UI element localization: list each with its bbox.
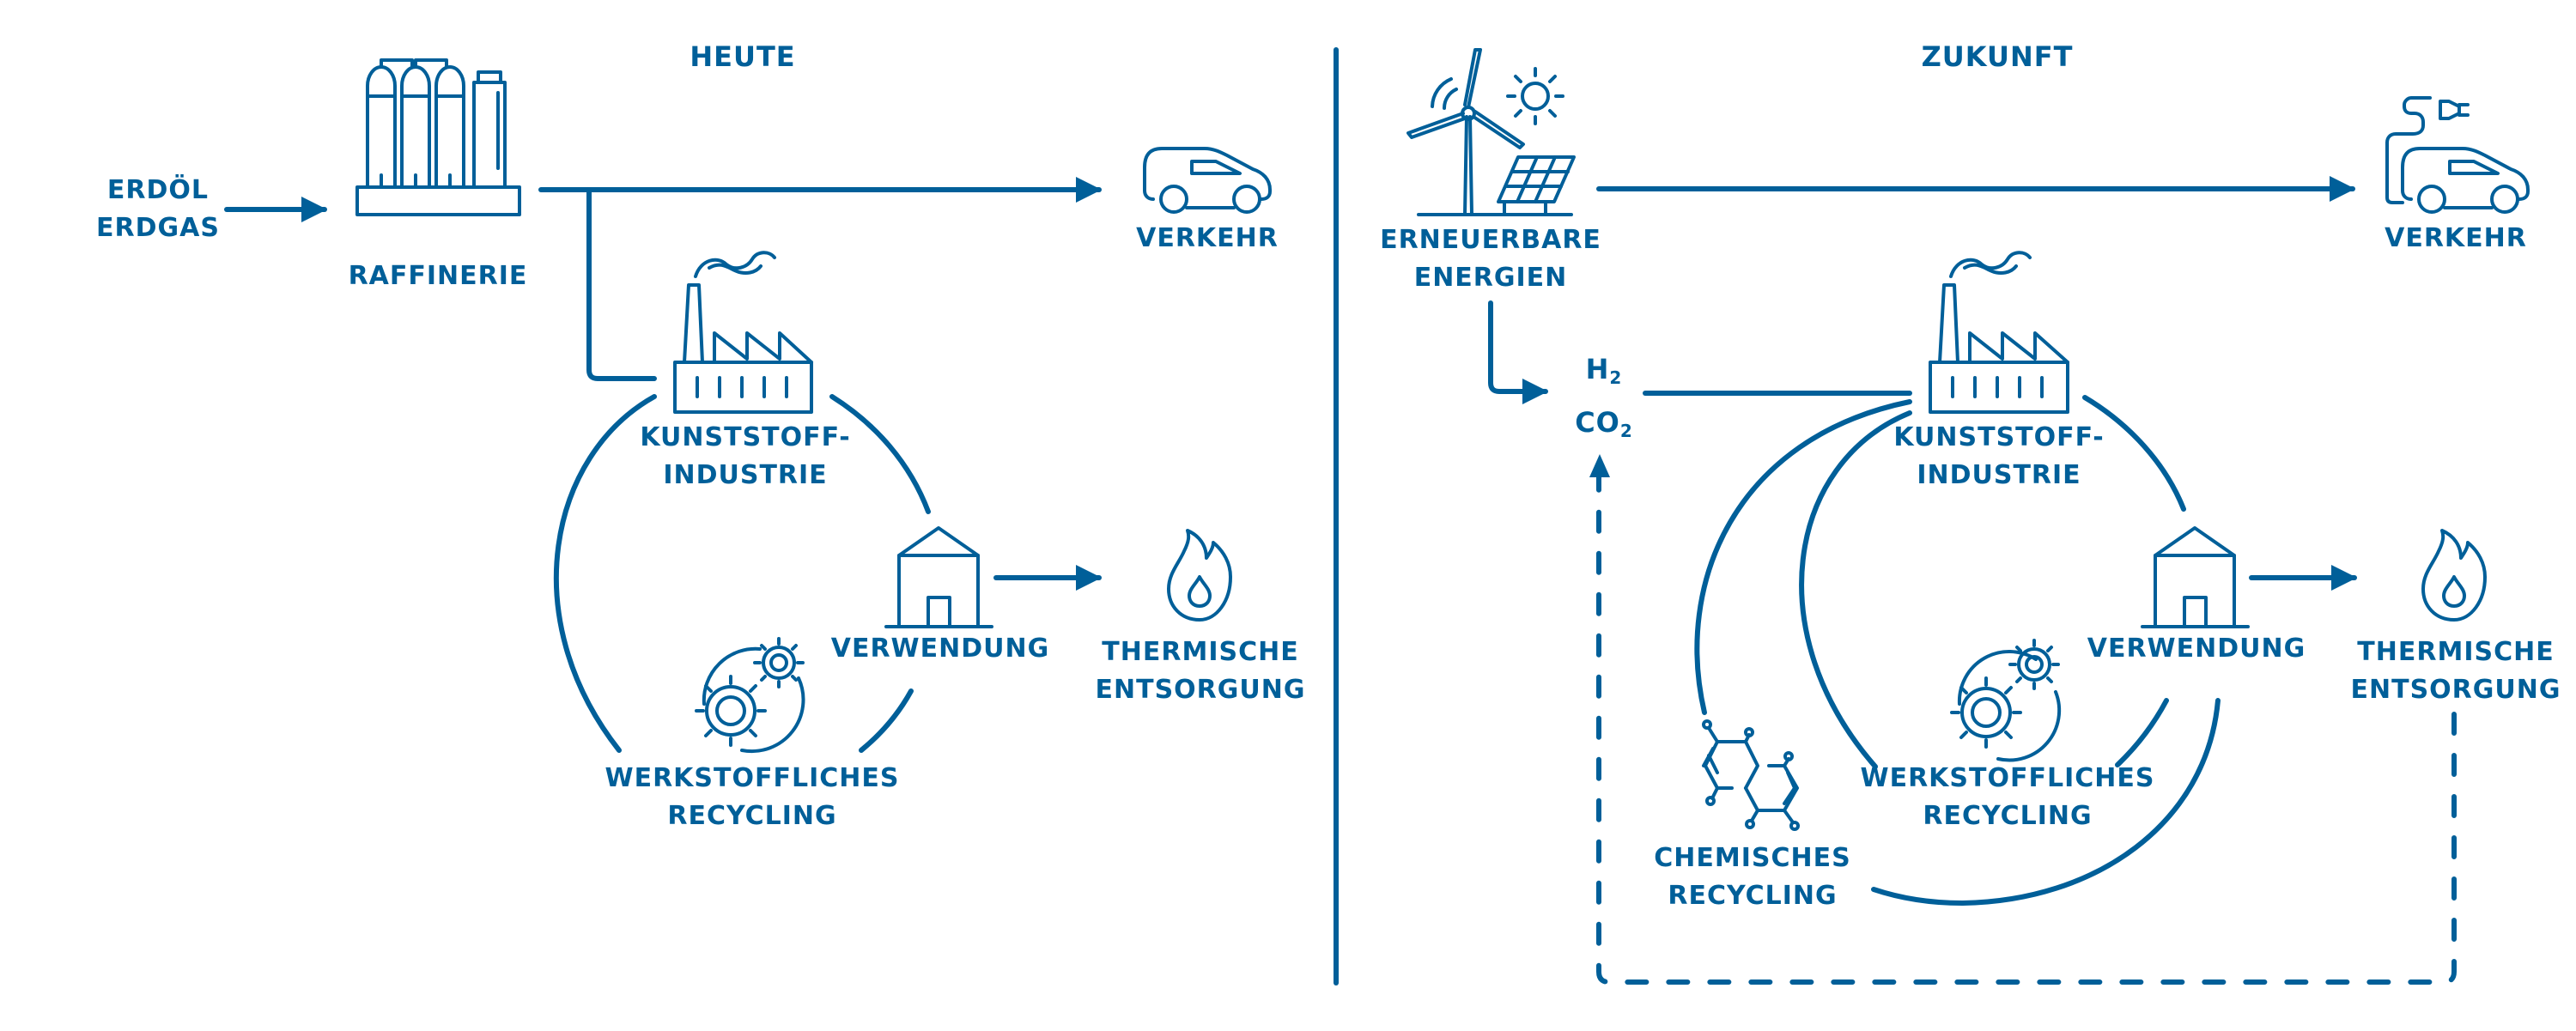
label-chemical-recycling-line2: RECYCLING <box>1668 881 1838 911</box>
flow-arrow-renewables-to-feedstock <box>1488 300 1548 404</box>
label-mechanical-recycling-line2: RECYCLING <box>667 801 837 831</box>
label-transport-future: VERKEHR <box>2385 223 2527 253</box>
h2-base: H <box>1585 353 1610 385</box>
gears-icon <box>1950 639 2062 762</box>
label-plastics-industry-line1: KUNSTSTOFF- <box>640 422 851 452</box>
label-mechanical-recycling-future: WERKSTOFFLICHES RECYCLING <box>1861 760 2155 835</box>
cycle-arc-recycling-to-industry <box>1799 410 1912 769</box>
cycle-arc-industry-to-usage <box>829 394 931 514</box>
label-renewables-line1: ERNEUERBARE <box>1380 225 1601 255</box>
dashed-arrowhead-icon <box>1589 454 1610 477</box>
label-plastics-industry-today: KUNSTSTOFF- INDUSTRIE <box>640 419 850 494</box>
label-chemical-recycling: CHEMISCHES RECYCLING <box>1654 840 1850 915</box>
label-fossil-source: ERDÖL ERDGAS <box>96 172 220 247</box>
label-mechanical-recycling-line1: WERKSTOFFLICHES <box>605 763 900 793</box>
label-transport-today: VERKEHR <box>1136 223 1279 253</box>
label-mechanical-recycling-line1: WERKSTOFFLICHES <box>1860 763 2155 793</box>
label-plastics-industry-line2: INDUSTRIE <box>1917 460 2081 490</box>
electric-car-icon <box>2385 96 2530 214</box>
label-thermal-line1: THERMISCHE <box>1102 637 1299 667</box>
h2-subscript: 2 <box>1609 367 1623 388</box>
label-mechanical-recycling-today: WERKSTOFFLICHES RECYCLING <box>605 760 900 835</box>
co2-subscript: 2 <box>1619 421 1633 441</box>
flame-icon <box>2421 529 2487 622</box>
label-thermal-line2: ENTSORGUNG <box>1095 675 1306 705</box>
cycle-arc-industry-to-usage <box>2082 395 2186 512</box>
label-plastics-industry-future: KUNSTSTOFF- INDUSTRIE <box>1893 419 2104 494</box>
label-fossil-source-line1: ERDÖL <box>106 175 210 205</box>
label-usage-today: VERWENDUNG <box>830 634 1050 664</box>
cycle-arc-usage-to-chemical <box>1871 698 2221 906</box>
molecule-icon <box>1702 719 1800 831</box>
label-fossil-source-line2: ERDGAS <box>96 213 220 243</box>
co2-base: CO <box>1575 406 1620 439</box>
label-chemical-recycling-line1: CHEMISCHES <box>1654 843 1851 873</box>
house-icon <box>884 526 993 628</box>
refinery-icon <box>355 58 521 216</box>
flow-dashed-thermal-to-feedstock <box>1596 468 2457 985</box>
wind-solar-icon <box>1406 48 1576 216</box>
label-thermal-line1: THERMISCHE <box>2357 637 2555 667</box>
factory-icon <box>673 251 813 414</box>
house-icon <box>2141 526 2250 628</box>
label-renewables: ERNEUERBARE ENERGIEN <box>1380 221 1601 297</box>
cycle-arc-usage-to-recycling <box>859 688 914 753</box>
heading-today: HEUTE <box>690 40 796 73</box>
car-icon <box>1143 147 1272 214</box>
label-thermal-line2: ENTSORGUNG <box>2350 675 2561 705</box>
label-plastics-industry-line2: INDUSTRIE <box>663 460 828 490</box>
label-thermal-disposal-today: THERMISCHE ENTSORGUNG <box>1096 634 1306 709</box>
label-co2: CO2 <box>1575 400 1633 453</box>
heading-future: ZUKUNFT <box>1921 40 2074 73</box>
flow-line-refinery-to-plastics <box>586 187 657 381</box>
gears-icon <box>695 637 805 754</box>
label-feedstock: H2 CO2 <box>1575 347 1633 453</box>
factory-icon <box>1929 251 2069 414</box>
flame-icon <box>1167 529 1232 622</box>
cycle-arc-recycling-to-industry <box>553 394 657 753</box>
label-usage-future: VERWENDUNG <box>2087 634 2306 664</box>
label-renewables-line2: ENERGIEN <box>1413 263 1568 293</box>
label-h2: H2 <box>1575 347 1633 400</box>
label-plastics-industry-line1: KUNSTSTOFF- <box>1893 422 2105 452</box>
cycle-arc-usage-to-recycling <box>2115 698 2169 767</box>
cycle-arc-industry-to-chemical <box>1694 399 1912 715</box>
label-refinery: RAFFINERIE <box>348 261 528 291</box>
label-mechanical-recycling-line2: RECYCLING <box>1923 801 2093 831</box>
label-thermal-disposal-future: THERMISCHE ENTSORGUNG <box>2351 634 2561 709</box>
